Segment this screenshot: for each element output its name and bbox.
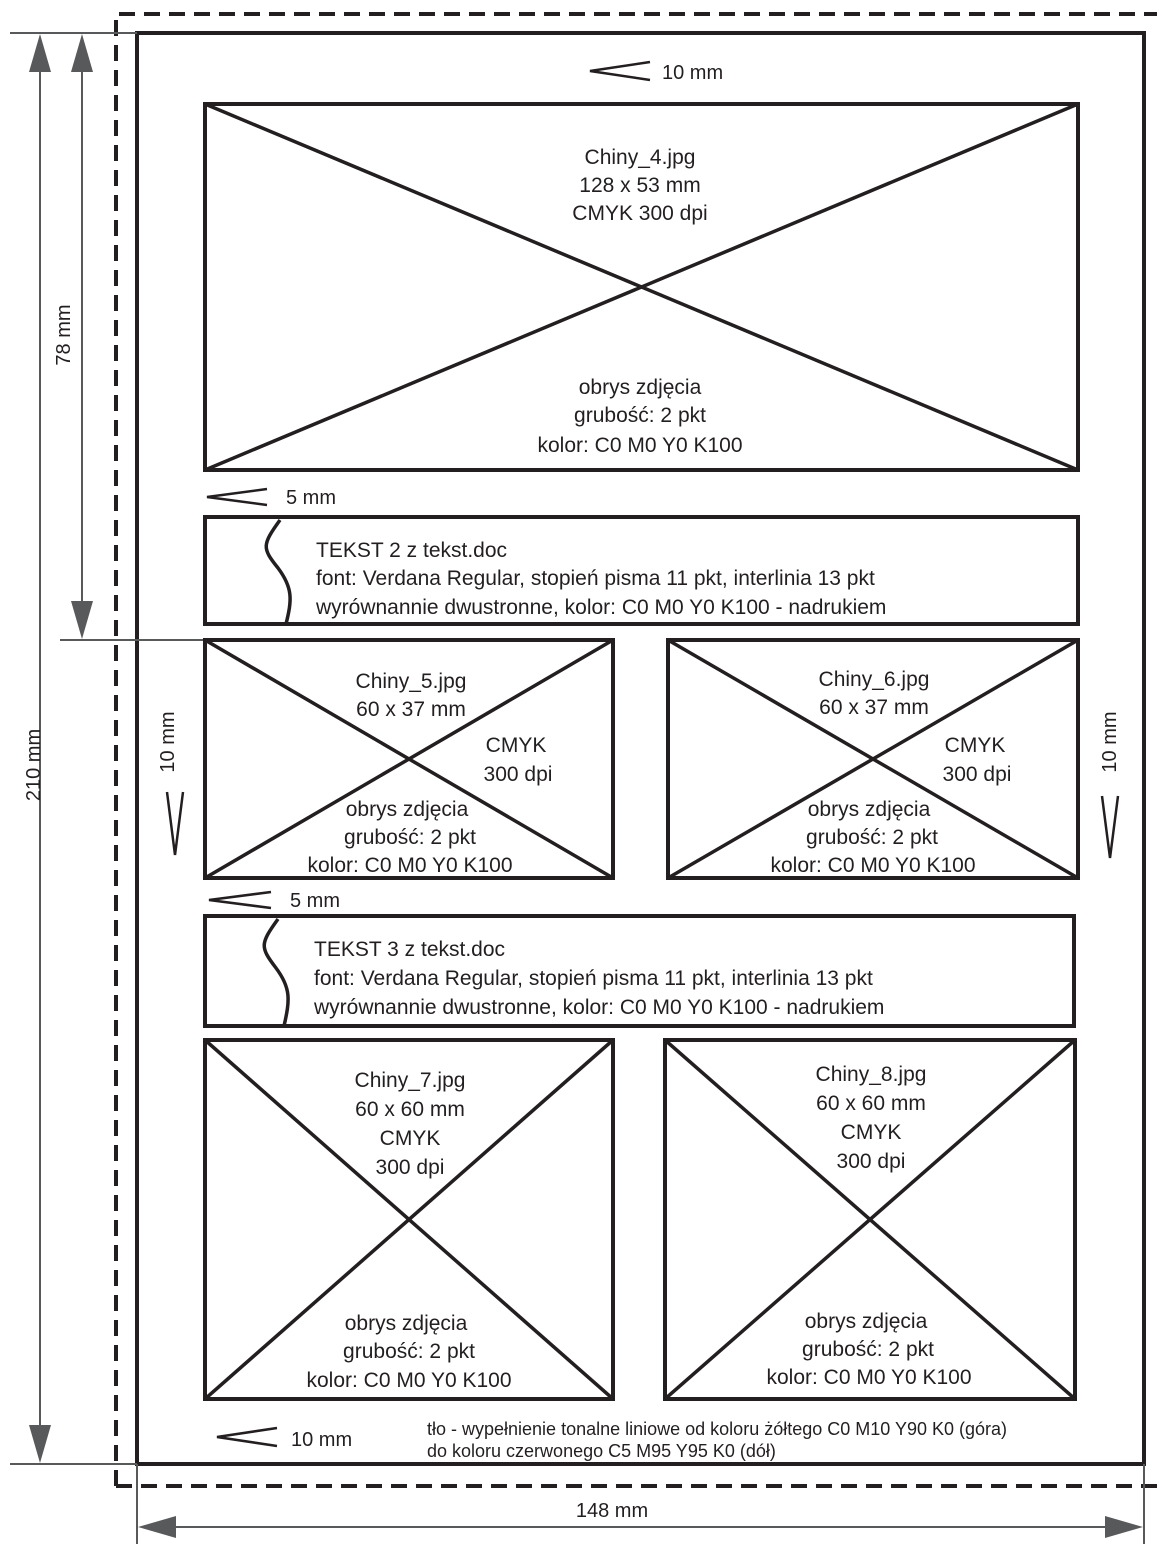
image-8-outline-line2: grubość: 2 pkt — [802, 1338, 934, 1361]
margin-bottom-label: 10 mm — [291, 1429, 352, 1451]
background-note: tło - wypełnienie tonalne liniowe od kol… — [427, 1419, 1007, 1461]
image-6-outline-line1: obrys zdjęcia — [808, 798, 931, 821]
image-4-outline-line2: grubość: 2 pkt — [574, 404, 706, 427]
image-8-outline-line3: kolor: C0 M0 Y0 K100 — [766, 1366, 971, 1389]
text-2-font: font: Verdana Regular, stopień pisma 11 … — [316, 567, 875, 590]
image-6-mode: CMYK — [945, 734, 1006, 757]
margin-right-label: 10 mm — [1099, 711, 1121, 772]
image-7-mode: CMYK — [380, 1127, 441, 1150]
image-5-mode: CMYK — [486, 734, 547, 757]
page-outline — [135, 31, 1146, 1466]
text-2-title: TEKST 2 z tekst.doc — [316, 539, 507, 562]
image-7-outline-line2: grubość: 2 pkt — [343, 1340, 475, 1363]
text-2-align: wyrównannie dwustronne, kolor: C0 M0 Y0 … — [315, 596, 886, 619]
text-3-align: wyrównannie dwustronne, kolor: C0 M0 Y0 … — [313, 996, 884, 1019]
image-6-size: 60 x 37 mm — [819, 696, 929, 719]
margin-right-marker: 10 mm — [1099, 711, 1121, 859]
image-8-size: 60 x 60 mm — [816, 1092, 926, 1115]
image-7-outline-line3: kolor: C0 M0 Y0 K100 — [306, 1369, 511, 1392]
dimension-height-210: 210 mm — [10, 32, 137, 1465]
margin-gap-marker-1: 5 mm — [206, 487, 336, 509]
image-8-filename: Chiny_8.jpg — [816, 1063, 927, 1086]
image-placeholder-chiny-8: Chiny_8.jpg 60 x 60 mm CMYK 300 dpi obry… — [663, 1038, 1077, 1401]
image-7-filename: Chiny_7.jpg — [355, 1069, 466, 1092]
image-5-size: 60 x 37 mm — [356, 698, 466, 721]
image-6-dpi: 300 dpi — [943, 763, 1012, 786]
margin-gap-marker-2: 5 mm — [208, 890, 340, 912]
image-placeholder-chiny-5: Chiny_5.jpg 60 x 37 mm CMYK 300 dpi obry… — [203, 638, 615, 880]
image-8-mode: CMYK — [841, 1121, 902, 1144]
image-placeholder-chiny-6: Chiny_6.jpg 60 x 37 mm CMYK 300 dpi obry… — [666, 638, 1080, 880]
image-placeholder-chiny-7: Chiny_7.jpg 60 x 60 mm CMYK 300 dpi obry… — [203, 1038, 615, 1401]
image-5-filename: Chiny_5.jpg — [356, 670, 467, 693]
text-frame-3: TEKST 3 z tekst.doc font: Verdana Regula… — [203, 914, 1076, 1028]
margin-top-label: 10 mm — [662, 62, 723, 84]
image-5-outline-line1: obrys zdjęcia — [346, 798, 469, 821]
image-7-dpi: 300 dpi — [376, 1156, 445, 1179]
image-7-size: 60 x 60 mm — [355, 1098, 465, 1121]
image-5-outline-line2: grubość: 2 pkt — [344, 826, 476, 849]
margin-bottom-marker: 10 mm — [216, 1426, 352, 1451]
dimension-label-78: 78 mm — [53, 304, 75, 365]
margin-gap-label-1: 5 mm — [286, 487, 336, 509]
image-4-filename: Chiny_4.jpg — [585, 146, 696, 169]
background-note-line1: tło - wypełnienie tonalne liniowe od kol… — [427, 1419, 1007, 1439]
text-3-title: TEKST 3 z tekst.doc — [314, 938, 505, 961]
image-4-color: CMYK 300 dpi — [572, 202, 707, 225]
dimension-label-148: 148 mm — [576, 1500, 648, 1522]
image-8-dpi: 300 dpi — [837, 1150, 906, 1173]
margin-top-marker: 10 mm — [589, 60, 723, 84]
margin-gap-label-2: 5 mm — [290, 890, 340, 912]
image-5-dpi: 300 dpi — [484, 763, 553, 786]
bleed-outline — [114, 12, 1157, 1488]
image-6-outline-line2: grubość: 2 pkt — [806, 826, 938, 849]
image-6-filename: Chiny_6.jpg — [819, 668, 930, 691]
background-note-line2: do koloru czerwonego C5 M95 Y95 K0 (dół) — [427, 1441, 776, 1461]
image-placeholder-chiny-4: Chiny_4.jpg 128 x 53 mm CMYK 300 dpi obr… — [203, 102, 1080, 472]
image-6-outline-line3: kolor: C0 M0 Y0 K100 — [770, 854, 975, 877]
text-3-font: font: Verdana Regular, stopień pisma 11 … — [314, 967, 873, 990]
text-frame-2: TEKST 2 z tekst.doc font: Verdana Regula… — [203, 515, 1080, 626]
dimension-height-78: 78 mm — [53, 34, 205, 641]
margin-left-marker: 10 mm — [157, 711, 185, 856]
margin-left-label: 10 mm — [157, 711, 179, 772]
image-8-outline-line1: obrys zdjęcia — [805, 1310, 928, 1333]
image-5-outline-line3: kolor: C0 M0 Y0 K100 — [307, 854, 512, 877]
image-7-outline-line1: obrys zdjęcia — [345, 1312, 468, 1335]
dimension-label-210: 210 mm — [23, 729, 45, 801]
image-4-outline-line3: kolor: C0 M0 Y0 K100 — [537, 434, 742, 457]
image-4-outline-line1: obrys zdjęcia — [579, 376, 702, 399]
image-4-size: 128 x 53 mm — [579, 174, 700, 197]
dimension-width-148: 148 mm — [136, 1464, 1145, 1544]
